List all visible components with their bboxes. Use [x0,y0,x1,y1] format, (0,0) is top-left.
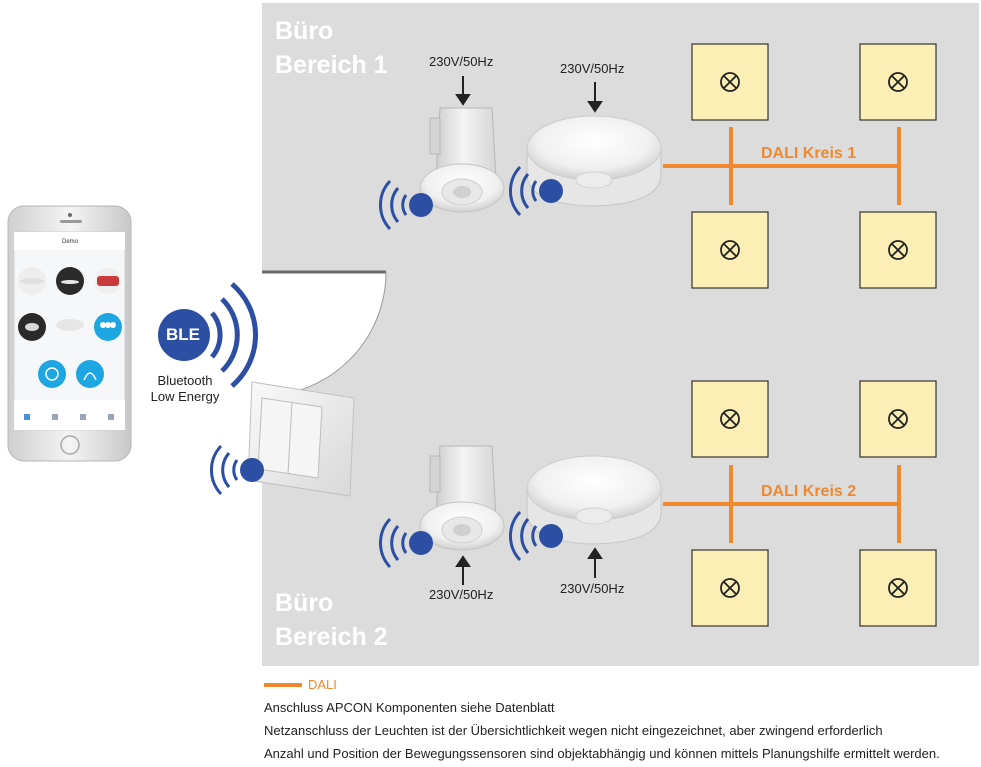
note-line: Anschluss APCON Komponenten siehe Datenb… [264,700,555,715]
note-line: Anzahl und Position der Bewegungssensore… [264,746,940,761]
luminaire [859,43,937,121]
ceiling-motion-sensor [419,107,505,213]
ble-caption-line1: Bluetooth [157,373,213,388]
luminaire [859,549,937,627]
voltage-label: 230V/50Hz [560,61,625,76]
ble-waves [210,282,258,388]
room-2-title-line1: Büro [275,589,334,617]
luminaire [691,549,769,627]
dali-circuit-2-label: DALI Kreis 2 [761,483,857,500]
dali-circuit-1-label: DALI Kreis 1 [761,145,857,162]
room-1-title-line1: Büro [275,17,334,45]
ble-badge [158,309,210,361]
power-arrows [455,76,603,585]
note-line: Netzanschluss der Leuchten ist der Übers… [264,723,883,738]
wireless-icon [379,179,433,231]
ble-badge-label: BLE [166,325,200,344]
luminaire [859,380,937,458]
luminaire [691,380,769,458]
wireless-icon [509,165,563,217]
ceiling-motion-sensor [419,445,505,551]
luminaire [691,43,769,121]
room-2-title-line2: Bereich 2 [275,623,388,651]
wall-switch [247,381,355,497]
luminaire [691,211,769,289]
legend-dali-label: DALI [308,677,337,692]
voltage-label: 230V/50Hz [429,54,494,69]
wireless-icon [210,444,264,496]
wireless-icon [379,517,433,569]
luminaire [859,211,937,289]
wireless-icon [509,510,563,562]
voltage-label: 230V/50Hz [560,581,625,596]
voltage-label: 230V/50Hz [429,587,494,602]
phone-header-title: Demo [62,239,79,245]
smartphone [7,205,132,462]
dali-circuit-1-wiring [663,127,901,205]
ble-caption-line2: Low Energy [150,389,220,404]
door-swing [262,272,386,396]
room-1-title-line2: Bereich 1 [275,51,388,79]
dali-circuit-2-wiring [663,465,901,543]
